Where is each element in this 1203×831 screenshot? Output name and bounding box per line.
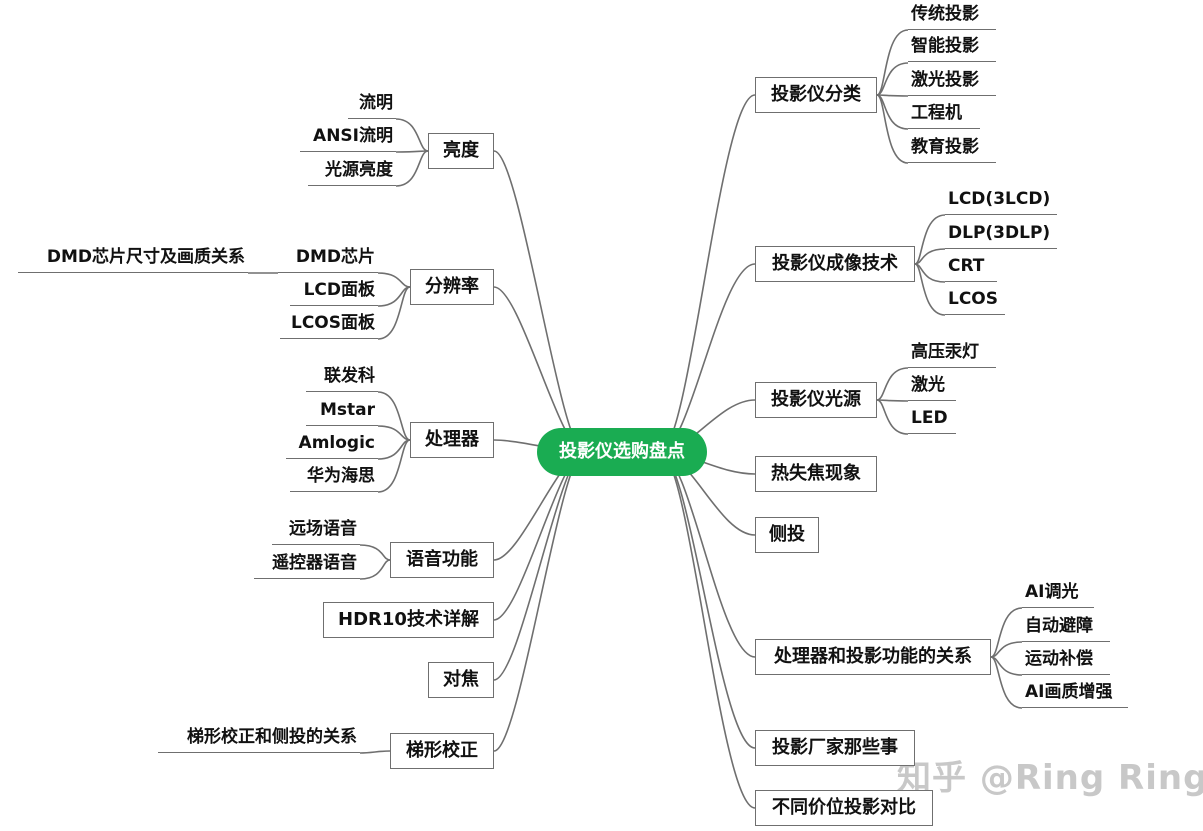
leaf-dmd-chip[interactable]: DMD芯片 xyxy=(278,243,378,273)
watermark: 知乎 @Ring Ring xyxy=(897,758,1203,798)
branch-processor-functions[interactable]: 处理器和投影功能的关系 xyxy=(755,639,991,675)
connector-root-left-6 xyxy=(493,451,585,752)
connector-processor-3 xyxy=(377,439,411,493)
leaf-lcos[interactable]: LCOS xyxy=(945,285,1005,315)
leaf-ansi-lumen[interactable]: ANSI流明 xyxy=(300,122,396,152)
leaf-light-source-brightness[interactable]: 光源亮度 xyxy=(308,156,396,186)
branch-keystone-correction[interactable]: 梯形校正 xyxy=(390,733,494,769)
leaf-keystone-side-projection[interactable]: 梯形校正和侧投的关系 xyxy=(158,723,360,753)
connector-brightness-0 xyxy=(395,118,429,152)
leaf-led[interactable]: LED xyxy=(908,404,956,434)
connector-processor-fn-3 xyxy=(990,656,1023,709)
leaf-lcos-panel[interactable]: LCOS面板 xyxy=(280,309,378,339)
connector-processor-2 xyxy=(377,439,411,460)
branch-resolution[interactable]: 分辨率 xyxy=(410,269,494,305)
leaf-lcd-3lcd[interactable]: LCD(3LCD) xyxy=(945,185,1057,215)
leaf-ai-picture-enhance[interactable]: AI画质增强 xyxy=(1022,678,1128,708)
leaf-lumen[interactable]: 流明 xyxy=(348,89,396,119)
branch-light-source[interactable]: 投影仪光源 xyxy=(755,382,877,418)
connector-root-right-7 xyxy=(659,451,756,809)
leaf-mstar[interactable]: Mstar xyxy=(306,396,378,426)
connector-voice-1 xyxy=(359,559,391,580)
leaf-ai-dimming[interactable]: AI调光 xyxy=(1022,578,1094,608)
connector-light-1 xyxy=(876,399,909,402)
leaf-hisilicon[interactable]: 华为海思 xyxy=(290,462,378,492)
branch-processor[interactable]: 处理器 xyxy=(410,422,494,458)
connector-light-2 xyxy=(876,399,909,435)
connector-keystone-0 xyxy=(359,750,391,754)
connector-light-0 xyxy=(876,367,909,401)
root-node[interactable]: 投影仪选购盘点 xyxy=(537,428,707,476)
leaf-amlogic[interactable]: Amlogic xyxy=(286,429,378,459)
leaf-crt[interactable]: CRT xyxy=(945,252,997,282)
leaf-far-field-voice[interactable]: 远场语音 xyxy=(272,515,360,545)
branch-manufacturers[interactable]: 投影厂家那些事 xyxy=(755,730,915,766)
connector-types-0 xyxy=(876,29,909,96)
branch-brightness[interactable]: 亮度 xyxy=(428,133,494,169)
connector-resolution-2 xyxy=(377,286,411,340)
connector-processor-0 xyxy=(377,391,411,441)
leaf-education-projector[interactable]: 教育投影 xyxy=(908,133,996,163)
connector-processor-fn-0 xyxy=(990,607,1023,658)
leaf-obstacle-avoidance[interactable]: 自动避障 xyxy=(1022,612,1110,642)
branch-voice-function[interactable]: 语音功能 xyxy=(390,542,494,578)
branch-side-projection[interactable]: 侧投 xyxy=(755,517,819,553)
connector-types-1 xyxy=(876,62,909,96)
branch-imaging-tech[interactable]: 投影仪成像技术 xyxy=(755,246,915,282)
connector-imaging-1 xyxy=(914,248,946,265)
connector-types-2 xyxy=(876,94,909,97)
connector-processor-fn-1 xyxy=(990,641,1023,658)
connector-imaging-3 xyxy=(914,263,946,316)
connector-brightness-2 xyxy=(395,150,429,187)
connector-imaging-0 xyxy=(914,214,946,265)
connector-brightness-1 xyxy=(395,150,429,153)
leaf-mercury-lamp[interactable]: 高压汞灯 xyxy=(908,338,996,368)
leaf-laser-projector[interactable]: 激光投影 xyxy=(908,66,996,96)
leaf-remote-voice[interactable]: 遥控器语音 xyxy=(254,549,360,579)
branch-price-comparison[interactable]: 不同价位投影对比 xyxy=(755,790,933,826)
branch-projector-types[interactable]: 投影仪分类 xyxy=(755,77,877,113)
connector-resolution-1 xyxy=(377,286,411,307)
branch-hdr10[interactable]: HDR10技术详解 xyxy=(323,602,494,638)
leaf-traditional-projector[interactable]: 传统投影 xyxy=(908,0,996,30)
leaf-engineering-projector[interactable]: 工程机 xyxy=(908,99,980,129)
connector-types-4 xyxy=(876,94,909,164)
connector-voice-0 xyxy=(359,544,391,561)
leaf-dlp-3dlp[interactable]: DLP(3DLP) xyxy=(945,219,1057,249)
leaf-dmd-chip-size-quality[interactable]: DMD芯片尺寸及画质关系 xyxy=(18,243,248,273)
leaf-motion-compensation[interactable]: 运动补偿 xyxy=(1022,645,1110,675)
leaf-smart-projector[interactable]: 智能投影 xyxy=(908,32,996,62)
connector-root-left-0 xyxy=(493,150,585,453)
branch-thermal-defocus[interactable]: 热失焦现象 xyxy=(755,456,877,492)
branch-focus[interactable]: 对焦 xyxy=(428,662,494,698)
leaf-lcd-panel[interactable]: LCD面板 xyxy=(290,276,378,306)
connector-resolution-0 xyxy=(377,272,411,288)
leaf-mediatek[interactable]: 联发科 xyxy=(306,362,378,392)
leaf-laser[interactable]: 激光 xyxy=(908,371,956,401)
connector-root-left-5 xyxy=(493,451,585,681)
connector-root-right-5 xyxy=(659,451,756,658)
connector-types-3 xyxy=(876,94,909,130)
